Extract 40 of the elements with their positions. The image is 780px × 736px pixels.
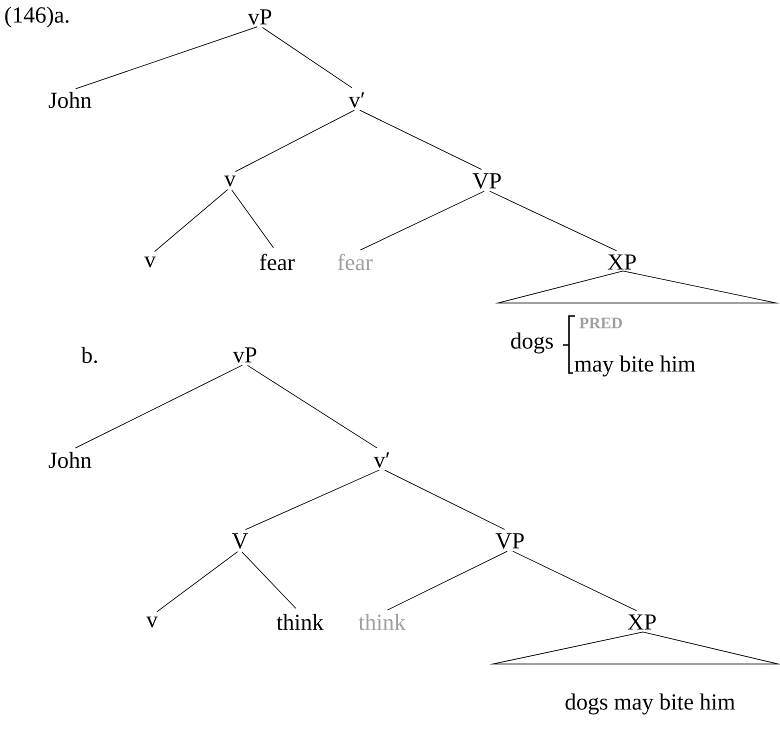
branch-line [74,364,243,448]
branch-line [154,189,228,252]
trace-word: think [358,614,406,630]
branch-line [156,551,238,612]
branch-line [387,550,508,610]
tree-label: VP [472,173,501,189]
tree-label: v′ [374,452,390,468]
tree-label: XP [608,254,636,270]
pred-label: PRED [579,318,622,328]
branch-line [512,550,637,612]
tree-label: v [146,616,158,628]
tree-label: VP [496,533,524,549]
branch-line [242,552,296,609]
branch-line [245,470,380,530]
trace-word: fear [338,254,373,270]
branch-line [489,190,617,252]
example-number: (146)a. [5,6,68,28]
tree-label: v′ [348,92,364,108]
branch-line [360,190,485,250]
tree-label: dogs may bite him [566,694,735,714]
branch-line [384,470,506,530]
tree-label: vP [248,9,272,25]
tree-label: XP [628,614,656,630]
branch-line [75,26,258,90]
tree-label: may bite him [574,356,696,376]
branch-line [247,365,378,448]
branch-line [262,27,352,88]
tree-label: v [224,176,236,186]
tree-label: John [48,92,92,108]
branch-line [234,110,355,172]
tree-label: fear [260,254,295,270]
branch-line [359,110,482,170]
tree-label: vP [232,347,256,363]
tree-label: v [144,256,156,268]
tree-label: think [276,614,324,630]
tree-label: V [232,533,248,549]
tree-label: John [48,452,92,468]
example-number: b. [81,346,97,364]
branch-line [231,190,274,248]
tree-label: dogs [511,332,553,354]
